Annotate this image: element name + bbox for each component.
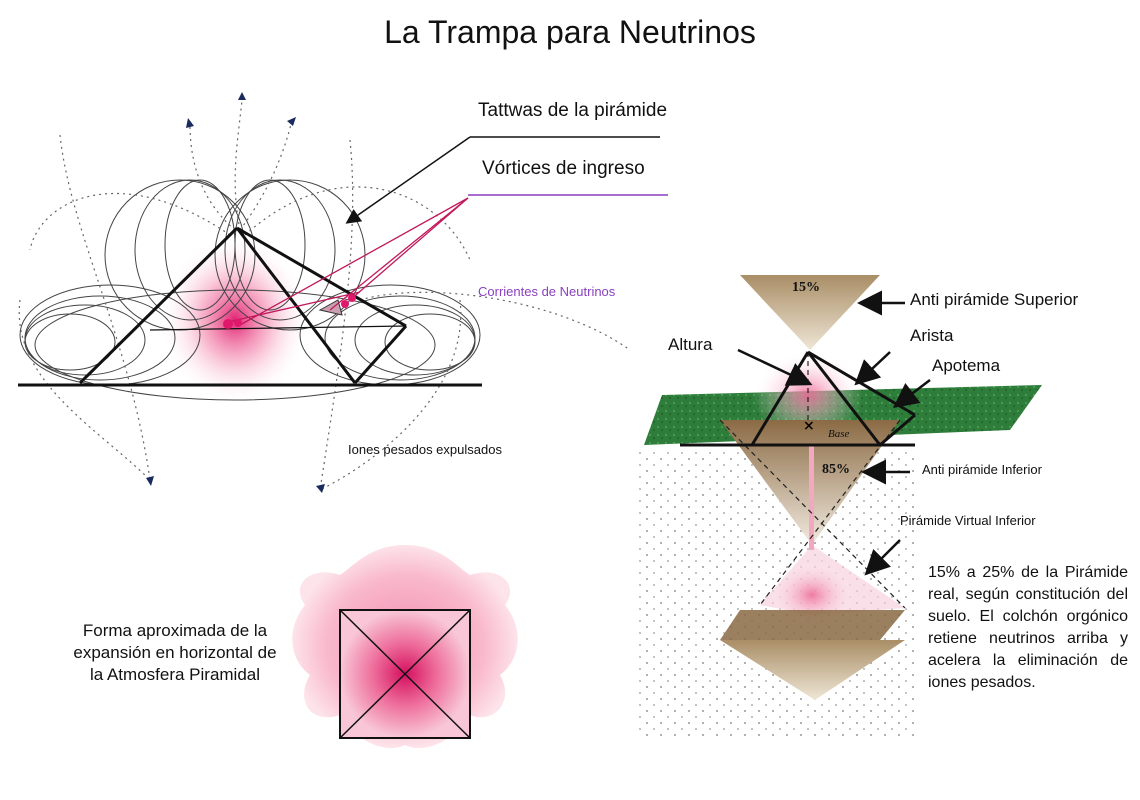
- field-arrowheads: [146, 92, 325, 493]
- description-left: Forma aproximada de la expansión en hori…: [73, 621, 277, 684]
- label-altura: Altura: [668, 335, 713, 354]
- bottom-brown: [720, 640, 905, 700]
- label-iones: Iones pesados expulsados: [348, 442, 502, 457]
- svg-text:×: ×: [803, 418, 815, 434]
- horizontal-expansion-figure: [292, 545, 518, 749]
- label-tattwas: Tattwas de la pirámide: [478, 100, 668, 121]
- vortex-arrows: [227, 197, 469, 326]
- label-anti-inferior: Anti pirámide Inferior: [922, 462, 1042, 477]
- label-vortices: Vórtices de ingreso: [482, 158, 645, 179]
- page-title: La Trampa para Neutrinos: [384, 14, 756, 50]
- label-arista: Arista: [910, 326, 954, 345]
- label-pct-bottom: 85%: [822, 462, 850, 477]
- label-pct-top: 15%: [792, 280, 820, 295]
- pyramid-outline: [78, 226, 408, 385]
- dotted-field: [18, 99, 631, 491]
- right-pyramid-diagram: ×: [636, 275, 1042, 738]
- anti-pyramid-top: [740, 275, 880, 350]
- label-corrientes: Corrientes de Neutrinos: [478, 284, 616, 299]
- label-anti-superior: Anti pirámide Superior: [910, 290, 1079, 309]
- label-base: Base: [828, 428, 850, 440]
- label-apotema: Apotema: [932, 356, 1001, 375]
- label-virtual-inferior: Pirámide Virtual Inferior: [900, 513, 1036, 528]
- field-loops: [19, 179, 481, 401]
- left-pyramid-diagram: [18, 92, 668, 493]
- vortex-points: [223, 294, 356, 329]
- description-right: 15% a 25% de la Pirámide real, según con…: [928, 564, 1128, 691]
